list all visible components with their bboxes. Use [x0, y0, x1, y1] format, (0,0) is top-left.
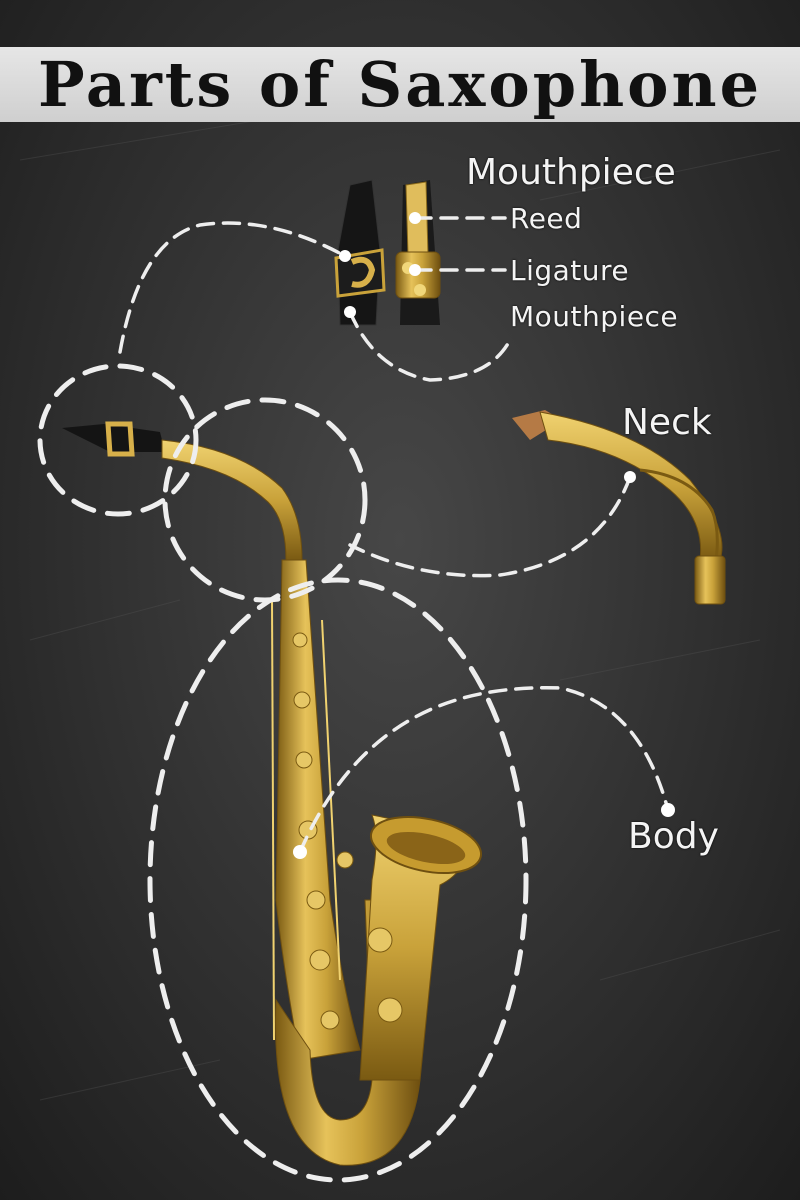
saxophone-illustration — [62, 421, 483, 1166]
label-mouthpiece-group: Mouthpiece — [466, 152, 676, 193]
leader-dots — [293, 212, 675, 859]
mouthpiece-highlight-circle — [37, 363, 199, 517]
body-dot-top — [661, 803, 675, 817]
leader-lines — [118, 216, 670, 854]
label-mouthpiece: Mouthpiece — [510, 300, 679, 333]
mouthpiece-leader-line — [118, 221, 347, 354]
mouthpiece-closeup-illustration — [334, 179, 386, 326]
body-dot-sax — [293, 845, 307, 859]
body-highlight-ellipse — [147, 577, 529, 1183]
body-leader-line — [298, 686, 670, 854]
neck-dot — [624, 471, 636, 483]
reed-ligature-illustration — [395, 180, 441, 325]
neck-highlight-circle — [162, 397, 368, 603]
mouthpiece-group-leader-line — [348, 310, 512, 382]
label-neck: Neck — [622, 402, 712, 443]
title-bar — [0, 47, 800, 122]
highlight-outlines — [37, 363, 529, 1183]
mouthpiece-bottom-dot — [344, 306, 356, 318]
mouthpiece-dot — [339, 250, 351, 262]
label-reed: Reed — [510, 202, 583, 235]
neck-closeup-illustration — [512, 410, 726, 605]
label-body: Body — [628, 816, 719, 857]
ligature-dot — [409, 264, 421, 276]
label-ligature: Ligature — [510, 254, 630, 287]
neck-leader-line — [348, 475, 632, 578]
reed-dot — [409, 212, 421, 224]
page-title: Parts of Saxophone — [37, 48, 763, 121]
